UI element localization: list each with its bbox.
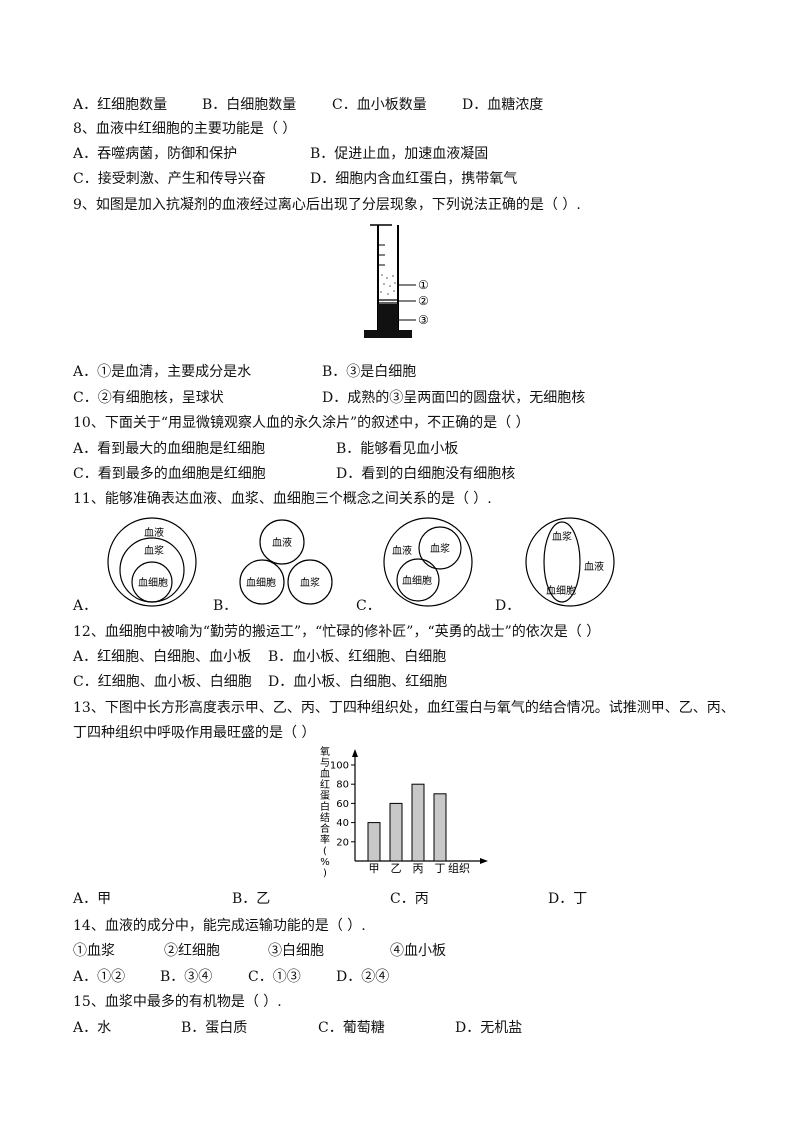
q7-option-b: B．白细胞数量 <box>202 97 297 113</box>
chart-ylabel-char: ) <box>323 868 327 879</box>
q10-stem: 10、下面关于“用显微镜观察人血的永久涂片”的叙述中，不正确的是（ ） <box>73 415 530 431</box>
chart-bar <box>433 793 447 862</box>
q14-option-b: B．③④ <box>160 969 213 985</box>
centrifuge-tube-figure: ① ② ③ <box>364 224 429 338</box>
chart-ytick-label: 40 <box>336 818 349 829</box>
q13-option-d: D．丁 <box>548 891 588 907</box>
q7-option-d: D．血糖浓度 <box>462 97 544 113</box>
q13-option-a: A．甲 <box>73 891 112 907</box>
tube-label-1: ① <box>418 278 429 292</box>
chart-ylabel-char: 合 <box>320 822 330 835</box>
chart-ylabel-char: 红 <box>320 778 330 791</box>
q12-option-b: B．血小板、红细胞、白细胞 <box>268 649 447 665</box>
diagram-a-plasma: 血浆 <box>144 544 164 557</box>
q8-option-d: D．细胞内含血红蛋白，携带氧气 <box>310 171 518 187</box>
q14-option-c: C．①③ <box>248 969 301 985</box>
q9-option-b: B．③是白细胞 <box>322 364 417 380</box>
venn-diagram-a: 血液 血浆 血细胞 <box>107 517 197 607</box>
q12-option-c: C．红细胞、血小板、白细胞 <box>73 674 252 690</box>
q11-option-b: B． <box>213 598 238 614</box>
chart-bar <box>411 783 425 862</box>
q8-option-b: B．促进止血，加速血液凝固 <box>310 146 489 162</box>
diagram-c-plasma: 血浆 <box>430 542 450 555</box>
chart-ytick-label: 20 <box>336 837 349 848</box>
diagram-d-cells: 血细胞 <box>546 584 576 597</box>
q9-option-c: C．②有细胞核，呈球状 <box>73 390 224 406</box>
chart-ylabel-char: 蛋 <box>320 790 330 802</box>
q15-stem: 15、血浆中最多的有机物是（ ）. <box>73 994 282 1010</box>
diagram-a-blood: 血液 <box>144 526 164 539</box>
chart-ylabel-char: 率 <box>320 833 330 846</box>
q12-option-d: D．血小板、白细胞、红细胞 <box>268 674 448 690</box>
q11-option-a: A． <box>73 598 98 614</box>
q10-option-a: A．看到最大的血细胞是红细胞 <box>73 441 266 457</box>
chart-ylabel-char: 氧 <box>320 745 330 758</box>
chart-ylabel-char: % <box>320 857 330 868</box>
q14-item-4: ④血小板 <box>390 943 446 959</box>
q15-option-c: C．葡萄糖 <box>318 1020 385 1036</box>
q9-stem: 9、如图是加入抗凝剂的血液经过离心后出现了分层现象，下列说法正确的是（ ）. <box>73 197 581 213</box>
venn-diagram-c: 血液 血浆 血细胞 <box>383 517 473 607</box>
venn-diagram-d: 血浆 血液 血细胞 <box>525 517 615 607</box>
q12-stem: 12、血细胞中被喻为“勤劳的搬运工”，“忙碌的修补匠”，“英勇的战士”的依次是（… <box>73 624 601 640</box>
chart-x-axis-arrow <box>480 858 488 864</box>
q7-option-c: C．血小板数量 <box>332 97 427 113</box>
chart-y-axis-arrow <box>352 749 358 757</box>
chart-ylabel-char: 结 <box>320 811 330 824</box>
q15-option-d: D．无机盐 <box>455 1020 523 1036</box>
q11-stem: 11、能够准确表达血液、血浆、血细胞三个概念之间关系的是（ ）. <box>73 491 492 507</box>
q9-option-a: A．①是血清，主要成分是水 <box>73 364 252 380</box>
q8-option-c: C．接受刺激、产生和传导兴奋 <box>73 171 266 187</box>
tube-label-2: ② <box>418 294 429 308</box>
q13-stem-line2: 丁四种组织中呼吸作用最旺盛的是（ ） <box>73 725 316 741</box>
chart-bar <box>367 822 381 862</box>
diagram-c-cells: 血细胞 <box>402 574 432 587</box>
diagram-d-plasma: 血浆 <box>552 530 572 543</box>
q9-option-d: D．成熟的③呈两面凹的圆盘状，无细胞核 <box>322 390 586 406</box>
diagram-b-cells: 血细胞 <box>246 576 276 589</box>
diagram-b-blood: 血液 <box>272 536 292 549</box>
q7-option-a: A．红细胞数量 <box>73 97 168 113</box>
diagram-d-blood: 血液 <box>584 560 604 573</box>
q11-option-c: C． <box>356 598 381 614</box>
chart-ytick-label: 60 <box>336 799 349 810</box>
chart-ylabel-char: ( <box>323 846 327 857</box>
chart-category-label: 乙 <box>391 862 402 875</box>
q14-item-2: ②红细胞 <box>164 943 220 959</box>
chart-ylabel-char: 与 <box>320 757 330 769</box>
q8-stem: 8、血液中红细胞的主要功能是（ ） <box>73 121 297 137</box>
diagram-c-blood: 血液 <box>392 544 412 557</box>
chart-ytick-label: 80 <box>336 780 349 791</box>
q12-option-a: A．红细胞、白细胞、血小板 <box>73 649 252 665</box>
q13-stem-line1: 13、下图中长方形高度表示甲、乙、丙、丁四种组织处，血红蛋白与氧气的结合情况。试… <box>73 700 735 716</box>
q14-item-3: ③白细胞 <box>268 943 324 959</box>
oxygen-binding-bar-chart: 氧与血红蛋白结合率(%) 20 40 60 80 100 甲乙丙丁 组织 <box>320 745 488 879</box>
q14-option-d: D．②④ <box>336 969 390 985</box>
q15-option-b: B．蛋白质 <box>181 1020 248 1036</box>
q10-option-c: C．看到最多的血细胞是红细胞 <box>73 466 266 482</box>
chart-ylabel-char: 白 <box>320 800 330 813</box>
venn-diagram-b: 血液 血细胞 血浆 <box>239 519 333 605</box>
chart-category-label: 丙 <box>413 862 424 875</box>
q13-option-c: C．丙 <box>390 891 429 907</box>
q15-option-a: A．水 <box>73 1020 112 1036</box>
diagram-b-plasma: 血浆 <box>300 576 320 589</box>
chart-bar <box>389 802 403 862</box>
chart-ytick-label: 100 <box>330 761 349 772</box>
q10-option-b: B．能够看见血小板 <box>336 441 459 457</box>
q8-option-a: A．吞噬病菌，防御和保护 <box>73 146 238 162</box>
chart-ylabel-char: 血 <box>320 767 330 780</box>
chart-category-label: 甲 <box>369 862 380 875</box>
q14-item-1: ①血浆 <box>73 943 115 959</box>
q11-option-d: D． <box>495 598 521 614</box>
q14-option-a: A．①② <box>73 969 126 985</box>
tube-label-3: ③ <box>418 313 429 327</box>
q13-option-b: B．乙 <box>232 891 271 907</box>
chart-category-label: 丁 <box>435 862 446 875</box>
chart-xlabel: 组织 <box>448 861 470 875</box>
q14-stem: 14、血液的成分中，能完成运输功能的是（ ）. <box>73 918 366 934</box>
q10-option-d: D．看到的白细胞没有细胞核 <box>336 466 516 482</box>
diagram-a-cells: 血细胞 <box>138 576 168 589</box>
